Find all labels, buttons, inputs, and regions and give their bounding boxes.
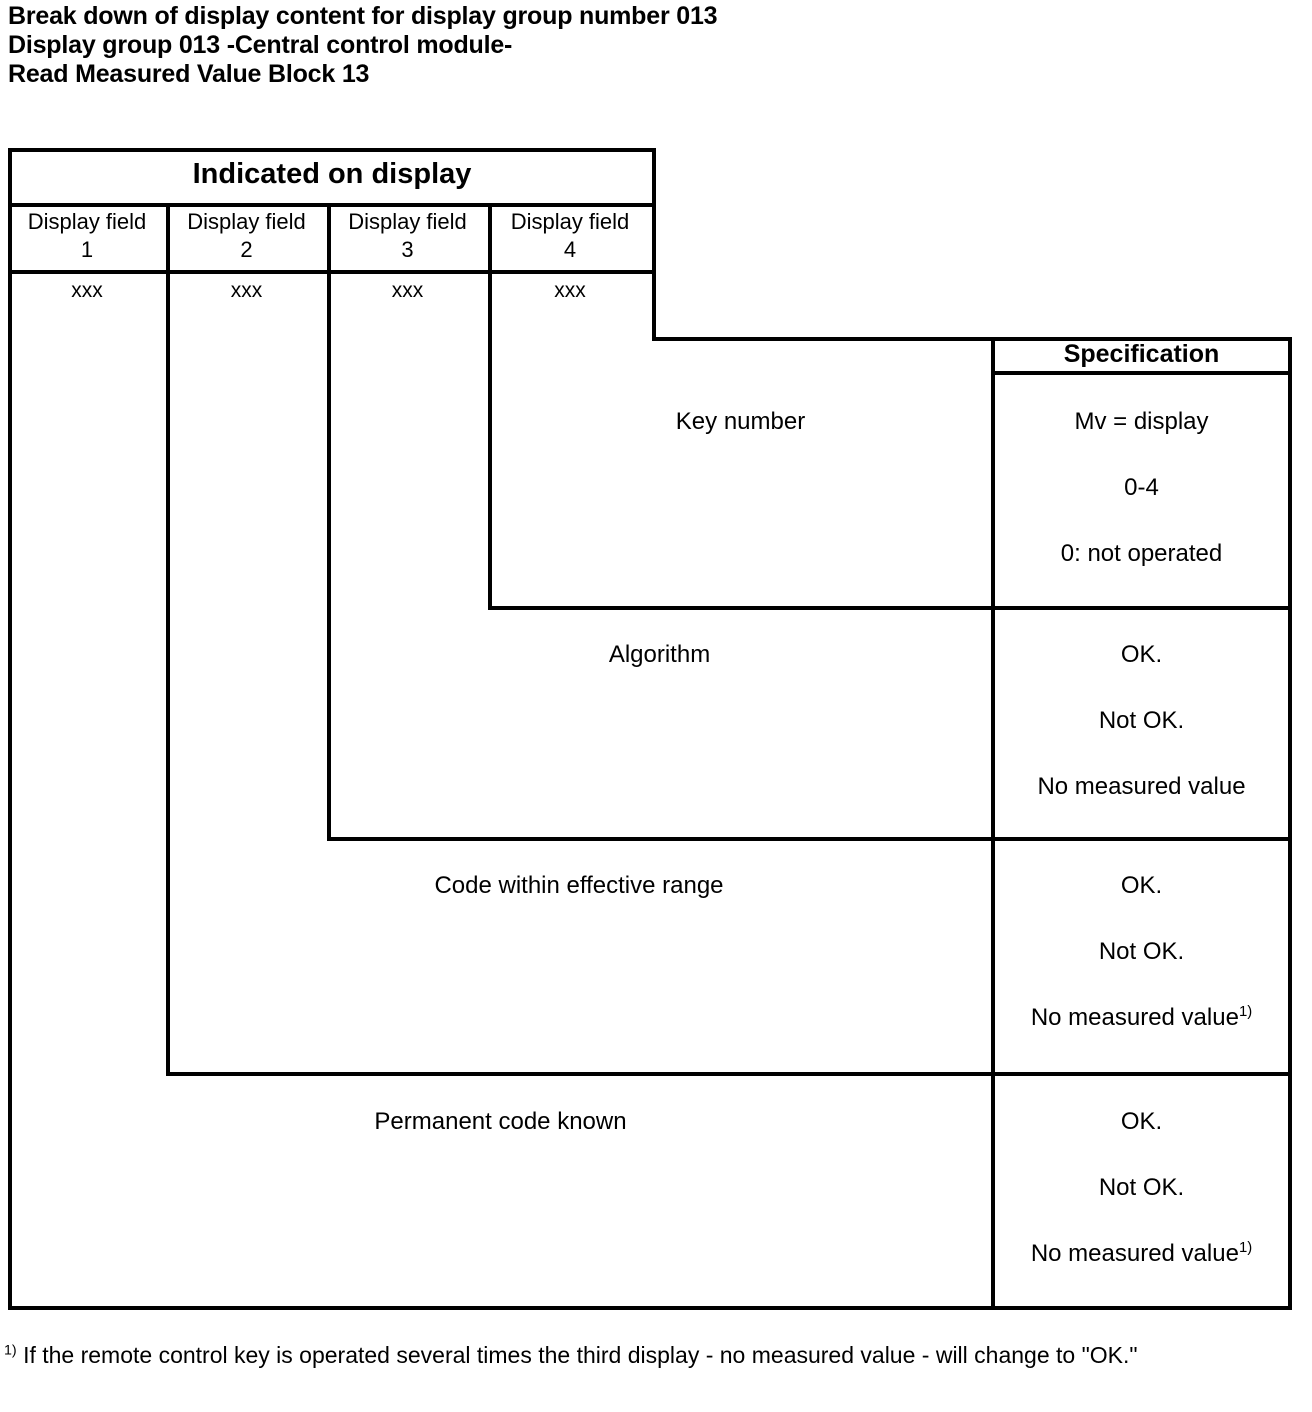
spec-code-range-line-3-text: No measured value	[1030, 1004, 1239, 1031]
specification-header: Specification	[1063, 340, 1220, 368]
rule-spec-left-divider	[991, 337, 995, 1310]
spec-code-range-line-3: No measured value1)	[995, 1004, 1288, 1031]
display-field-3-label: Display field 3	[331, 208, 484, 264]
footnote-marker: 1)	[4, 1342, 17, 1359]
display-field-1-label: Display field 1	[12, 208, 162, 264]
rule-col1-divider	[166, 203, 170, 1076]
display-field-4-label-text: Display field	[510, 209, 630, 234]
footnote-text: If the remote control key is operated se…	[23, 1342, 1138, 1368]
footnote-marker-permanent-code: 1)	[1238, 1240, 1253, 1256]
display-field-2-label-text: Display field	[187, 209, 306, 234]
row-label-permanent-code-known: Permanent code known	[374, 1108, 627, 1135]
spec-permanent-code-line-3-text: No measured value	[1030, 1240, 1239, 1267]
rule-col4-right-edge	[652, 148, 656, 341]
rule-step-keynumber	[652, 337, 1292, 341]
title-line-1: Break down of display content for displa…	[8, 2, 718, 30]
rule-col3-divider	[488, 203, 492, 610]
document-title-block: Break down of display content for displa…	[8, 2, 1188, 89]
spec-algorithm: OK. Not OK. No measured value	[995, 641, 1288, 800]
display-field-2-label: Display field 2	[170, 208, 323, 264]
spec-algorithm-line-3: No measured value	[1037, 773, 1246, 800]
rule-table-bottom	[8, 1306, 1292, 1310]
footnote: 1) If the remote control key is operated…	[4, 1338, 1294, 1372]
spec-permanent-code-line-1: OK.	[1120, 1108, 1163, 1135]
spec-algorithm-line-2: Not OK.	[1098, 707, 1185, 734]
rule-top-spec-header	[991, 337, 1292, 341]
spec-permanent-code-line-2: Not OK.	[1098, 1174, 1185, 1201]
display-field-1-number: 1	[80, 237, 94, 262]
rule-left-edge	[8, 148, 12, 1310]
display-field-3-value: xxx	[391, 279, 424, 302]
display-field-2-value: xxx	[230, 279, 263, 302]
spec-algorithm-line-1: OK.	[1120, 641, 1163, 668]
rule-step-permanent-code	[166, 1072, 1292, 1076]
spec-key-number: Mv = display 0-4 0: not operated	[995, 408, 1288, 567]
rule-top-display-header	[8, 148, 656, 152]
rule-under-display-header	[8, 203, 656, 207]
row-label-algorithm: Algorithm	[608, 641, 711, 668]
spec-permanent-code-line-3: No measured value1)	[995, 1240, 1288, 1267]
row-label-code-within-effective-range: Code within effective range	[434, 872, 724, 899]
spec-permanent-code-known: OK. Not OK. No measured value1)	[995, 1108, 1288, 1267]
spec-key-number-line-3: 0: not operated	[1060, 540, 1223, 567]
display-field-4-number: 4	[563, 237, 577, 262]
spec-key-number-line-1: Mv = display	[1074, 408, 1209, 435]
display-field-4-value: xxx	[554, 279, 586, 302]
footnote-marker-code-range: 1)	[1238, 1004, 1253, 1020]
rule-spec-right-edge	[1288, 337, 1292, 1310]
spec-code-range-line-2: Not OK.	[1098, 938, 1185, 965]
display-field-3-label-text: Display field	[348, 209, 467, 234]
rule-under-spec-header	[991, 371, 1292, 375]
display-field-1-value: xxx	[71, 279, 103, 302]
display-field-4-label: Display field 4	[492, 208, 648, 264]
spec-code-range-line-1: OK.	[1120, 872, 1163, 899]
title-line-3: Read Measured Value Block 13	[8, 60, 370, 88]
spec-key-number-line-2: 0-4	[1124, 474, 1159, 501]
display-field-3-number: 3	[401, 237, 414, 262]
rule-col2-divider	[327, 203, 331, 841]
rule-step-code-range	[327, 837, 1292, 841]
display-field-2-number: 2	[240, 237, 253, 262]
rule-under-field-labels	[8, 270, 656, 274]
display-field-1-label-text: Display field	[27, 209, 147, 234]
indicated-on-display-header: Indicated on display	[192, 158, 472, 190]
title-line-2: Display group 013 -Central control modul…	[8, 31, 513, 59]
spec-code-within-effective-range: OK. Not OK. No measured value1)	[995, 872, 1288, 1031]
row-label-key-number: Key number	[675, 408, 806, 435]
rule-step-algorithm	[488, 606, 1292, 610]
